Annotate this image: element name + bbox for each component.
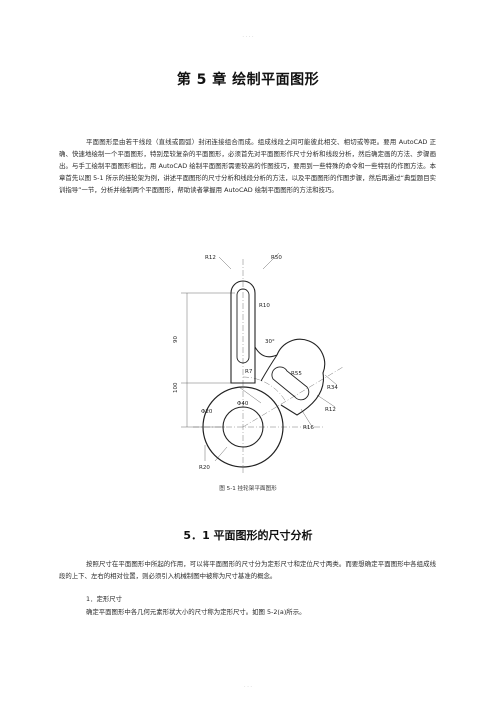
hub-inner-circle [222, 406, 264, 448]
blend-arc [254, 346, 278, 358]
page-header-mark: · · · · [242, 34, 254, 40]
dim-r10: R10 [259, 303, 270, 309]
dim-30deg: 30° [265, 339, 275, 345]
centerline-slot-ray [242, 366, 344, 428]
dim-100: 100 [173, 382, 179, 393]
dim-r20: R20 [199, 465, 210, 471]
right-arm-outer [276, 338, 326, 416]
page-footer-mark: · · · [244, 684, 252, 690]
upper-slot-inner [236, 288, 250, 364]
right-arm-upper-edge [260, 354, 278, 382]
definition-paragraph: 确定平面图形中各几何元素形状大小的尺寸称为定形尺寸。如图 5-2(a)所示。 [86, 608, 306, 616]
dim-r34: R34 [327, 385, 338, 391]
upper-slot-outer [230, 280, 256, 384]
hanging-wheel-bracket-figure: R12 R50 R10 90 30° R7 R55 R34 R12 R16 10… [173, 252, 344, 473]
figure-caption: 图 5-1 挂轮架平面图形 [219, 486, 277, 492]
dim-90: 90 [173, 336, 179, 343]
dim-r55: R55 [291, 371, 302, 377]
dim-r50: R50 [271, 255, 282, 261]
intro-paragraph: 平面图形是由若干线段（直线或圆弧）封闭连接组合而成。组成线段之间可能彼此相交、相… [59, 138, 436, 194]
section-paragraph: 按照尺寸在平面图形中所起的作用，可以将平面图形的尺寸分为定形尺寸和定位尺寸两类。… [59, 560, 436, 580]
right-slot-inner [271, 366, 310, 401]
dim-phi40: Φ40 [237, 401, 249, 407]
dim-phi20: Φ20 [201, 409, 213, 415]
centerline-arc [242, 376, 287, 403]
dim-r16: R16 [303, 425, 314, 431]
dim-r12-top: R12 [205, 255, 216, 261]
chapter-title: 第 5 章 绘制平面图形 [176, 72, 320, 88]
section-title: 5．1 平面图形的尺寸分析 [183, 529, 313, 542]
dim-r7: R7 [245, 369, 253, 375]
hub-outer-circle [202, 386, 284, 468]
list-item-shape-dimension: 1．定形尺寸 [86, 595, 123, 603]
dim-r12-right: R12 [325, 407, 336, 413]
